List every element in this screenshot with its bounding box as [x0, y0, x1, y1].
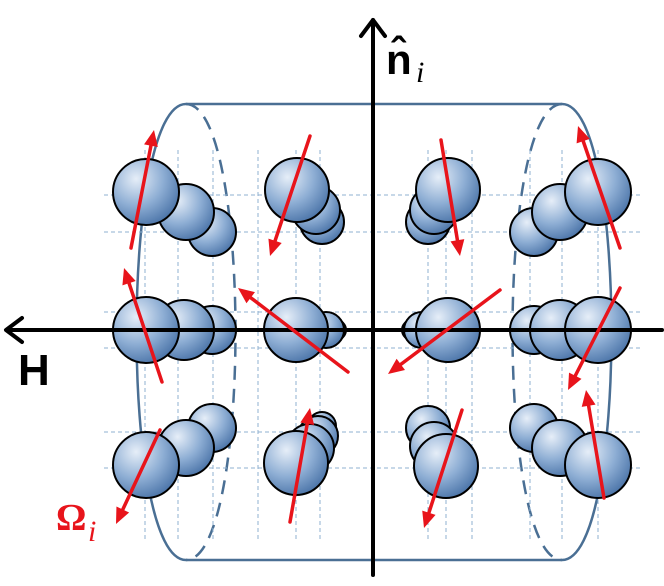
omega-arrow-shaft — [121, 428, 162, 512]
omega-arrow — [388, 288, 502, 374]
omega-arrow-shaft — [127, 281, 164, 384]
field-arrow-head — [4, 316, 24, 344]
omega-arrow-head — [388, 358, 405, 374]
omega-arrow-shaft — [248, 295, 350, 374]
normal-axis-symbol: n̂ — [386, 35, 412, 83]
omega-arrow-shaft — [439, 138, 460, 242]
omega-arrow-shaft — [573, 286, 622, 378]
omega-arrow — [268, 134, 312, 256]
omega-arrow — [238, 288, 350, 374]
omega-arrow-head — [122, 268, 136, 286]
omega-arrow-shaft — [273, 134, 312, 243]
angular-velocity-subscript: i — [88, 515, 96, 548]
omega-arrow-shaft — [586, 404, 606, 500]
omega-arrow — [129, 130, 158, 250]
particle-sphere — [112, 431, 180, 499]
omega-arrow-head — [300, 408, 315, 425]
omega-arrow-shaft — [288, 422, 309, 524]
omega-arrow-shaft — [427, 408, 464, 515]
omega-arrow-head — [576, 126, 590, 144]
particle-sphere — [112, 158, 180, 226]
omega-arrow-shaft — [399, 288, 502, 367]
angular-velocity-arrows — [116, 126, 622, 528]
omega-arrow-head — [116, 506, 130, 524]
field-axis-label: H — [18, 346, 50, 395]
particle-sphere — [264, 157, 330, 223]
omega-arrow-head — [450, 239, 465, 256]
omega-arrow — [576, 126, 622, 250]
omega-arrow-head — [144, 130, 158, 148]
omega-arrow-head — [422, 510, 436, 528]
normal-axis-label: n̂ i — [386, 35, 424, 89]
omega-arrow-head — [268, 238, 282, 256]
omega-arrow — [439, 138, 465, 256]
axes — [4, 18, 664, 577]
angular-velocity-symbol: Ω — [56, 497, 86, 539]
omega-arrow-shaft — [129, 143, 153, 250]
omega-arrow-head — [238, 288, 255, 304]
omega-arrow — [422, 408, 464, 528]
omega-arrow — [288, 408, 315, 524]
omega-arrow-head — [568, 372, 582, 390]
omega-arrow — [116, 428, 162, 524]
normal-arrow-head — [359, 18, 387, 38]
omega-arrow — [568, 286, 622, 390]
omega-arrow — [122, 268, 164, 384]
omega-arrow-shaft — [581, 139, 622, 250]
omega-arrow — [581, 390, 606, 500]
particle-sphere — [564, 158, 632, 226]
particle-sphere — [413, 433, 479, 499]
omega-arrow-head — [581, 390, 596, 407]
angular-velocity-label: Ω i — [56, 497, 96, 548]
normal-axis-subscript: i — [416, 56, 424, 89]
